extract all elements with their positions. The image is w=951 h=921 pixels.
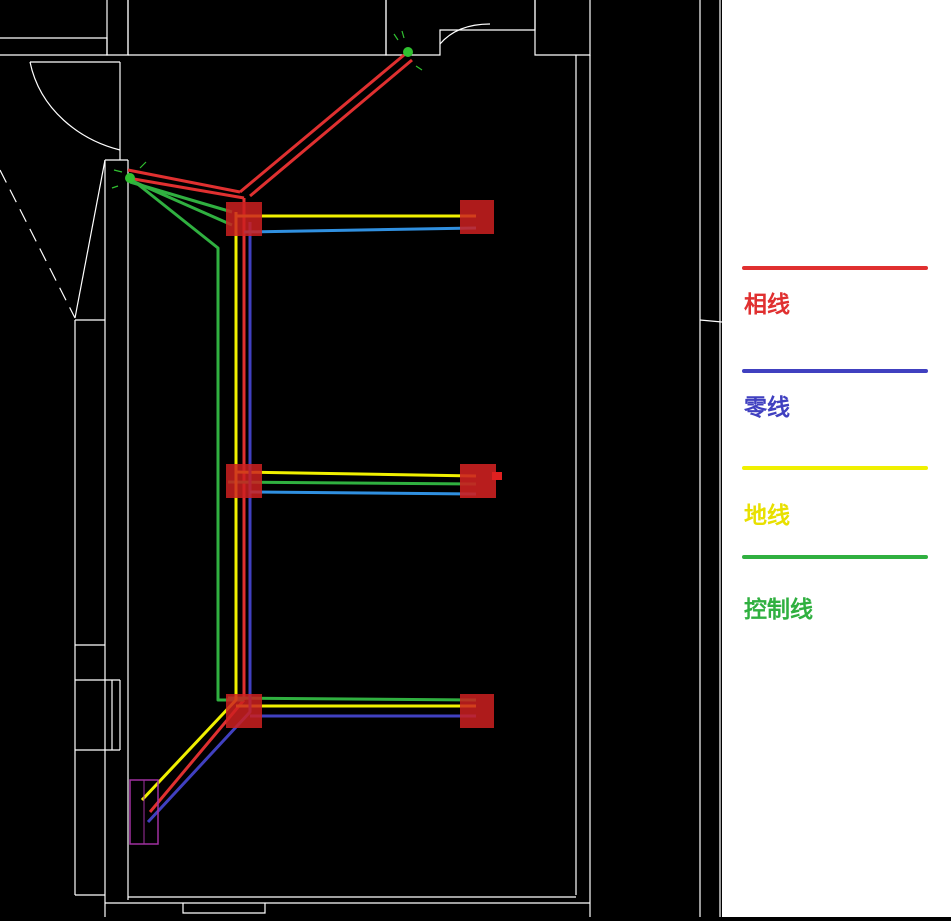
legend-line-control [742, 555, 928, 559]
legend-label-ground: 地线 [744, 503, 790, 529]
floor-plan-svg [0, 0, 723, 917]
wire-phase-top-b [249, 58, 413, 198]
cad-drawing [0, 0, 723, 917]
top-door-arc [439, 23, 491, 45]
wall-diagonal [74, 159, 106, 319]
junction-box-mid [226, 464, 262, 498]
top-right-post [534, 0, 591, 56]
wire-control-3 [129, 180, 233, 214]
wire-ground-main [140, 212, 238, 802]
junction-box-top [226, 202, 262, 236]
wire-neutral-mid [249, 490, 477, 496]
legend-line-phase [742, 266, 928, 270]
bottom-opening [182, 903, 266, 914]
wire-phase-left [127, 168, 241, 194]
legend-label-control: 控制线 [744, 597, 813, 623]
wire-control-1 [129, 176, 244, 702]
wire-ground-mid [235, 470, 477, 478]
wires [127, 53, 477, 824]
legend-line-ground [742, 466, 928, 470]
right-structure-3 [699, 319, 723, 323]
switch-left [125, 173, 135, 183]
top-opening [128, 0, 387, 56]
legend-panel: 相线 零线 地线 控制线 [722, 0, 951, 917]
junction-box-bottom [226, 694, 262, 728]
dashed-diagonal [0, 169, 76, 319]
legend-label-neutral: 零线 [744, 395, 790, 421]
top-wall-right [385, 0, 536, 56]
door-arc [29, 61, 121, 151]
light-box-top [460, 200, 494, 234]
light-box-mid [460, 464, 496, 498]
light-box-mid-tab [492, 472, 502, 480]
switch-left-symbol [111, 161, 147, 189]
switch-top-symbol [393, 30, 423, 71]
wire-neutral-top [243, 226, 477, 234]
top-wall-left [0, 37, 108, 56]
light-box-bottom [460, 694, 494, 728]
architecture [0, 0, 723, 917]
top-wall-segment [106, 0, 129, 56]
wire-control-bottom [227, 696, 477, 702]
switches [111, 30, 423, 189]
legend-label-phase: 相线 [744, 292, 790, 318]
boxes [129, 200, 502, 845]
switch-top [403, 47, 413, 57]
legend-line-neutral [742, 369, 928, 373]
wire-phase-left-b [127, 176, 245, 200]
wire-control-mid [227, 480, 477, 486]
wire-phase-top [239, 53, 405, 194]
